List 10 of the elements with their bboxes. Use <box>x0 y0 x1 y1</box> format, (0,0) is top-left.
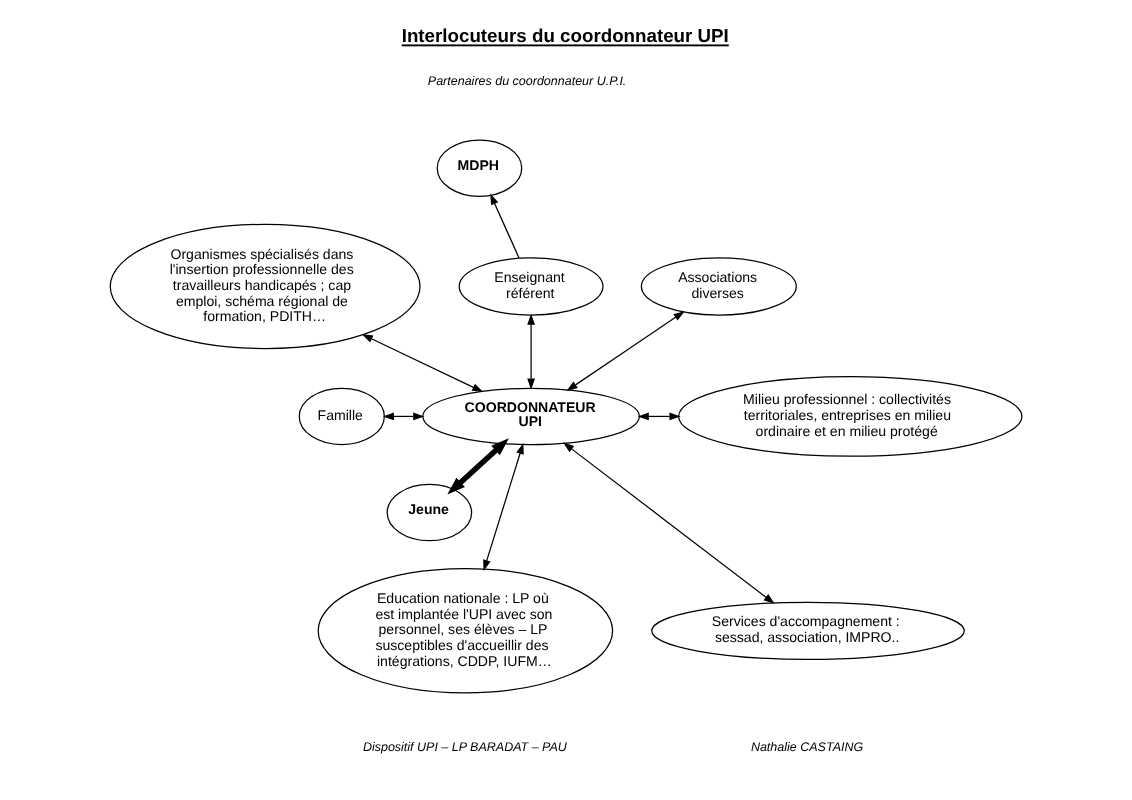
arrow <box>483 442 524 571</box>
arrow <box>490 193 520 259</box>
arrow <box>637 412 681 421</box>
arrow <box>563 442 775 604</box>
arrow <box>447 438 509 495</box>
arrow <box>382 412 425 421</box>
arrow <box>527 313 535 390</box>
arrow <box>566 311 685 391</box>
arrow <box>361 334 484 393</box>
diagram-title: Interlocuteurs du coordonnateur UPI <box>401 26 729 47</box>
